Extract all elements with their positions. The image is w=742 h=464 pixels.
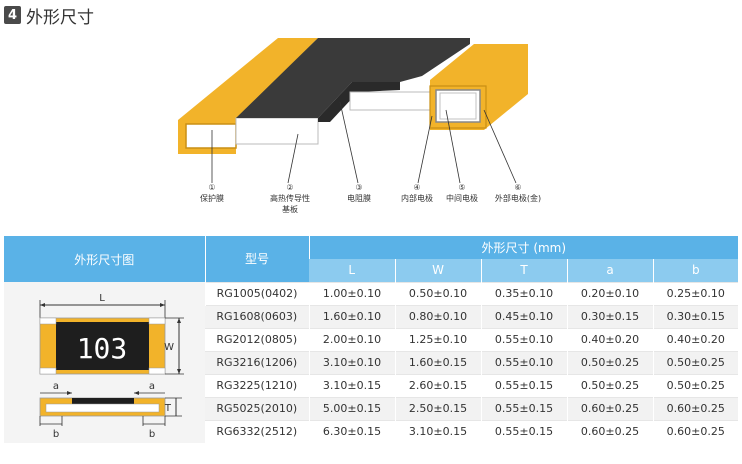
cell-a: 0.50±0.25 [566,350,653,374]
cell-a: 0.60±0.25 [566,419,653,443]
callout-2: ② 高热传导性 基板 [262,182,318,215]
cell-model: RG3225(1210) [205,373,309,397]
dim-a-left-label: a [53,381,59,392]
cell-W: 2.50±0.15 [394,396,481,420]
cell-b: 0.60±0.25 [652,396,739,420]
table-row: L 103 W a a [4,281,739,443]
cell-b: 0.50±0.25 [652,373,739,397]
cell-W: 3.10±0.15 [394,419,481,443]
cell-model: RG5025(2010) [205,396,309,420]
cell-a: 0.60±0.25 [566,396,653,420]
cell-b: 0.25±0.10 [652,281,739,305]
table-row: RG5025(2010) 5.00±0.15 2.50±0.15 0.55±0.… [4,396,739,420]
cell-T: 0.55±0.15 [480,373,567,397]
cell-T: 0.45±0.10 [480,304,567,328]
resistor-3d-illustration [178,38,528,184]
chip-code: 103 [77,332,128,365]
header-col-T: T [480,259,567,282]
callout-6: ⑥ 外部电极(金) [486,182,550,204]
substrate-front [235,117,319,145]
callout-3: ③ 电阻膜 [340,182,378,204]
callout-3-label: 电阻膜 [347,194,371,203]
cell-a: 0.40±0.20 [566,327,653,351]
header-col-b: b [652,259,739,282]
cell-model: RG2012(0805) [205,327,309,351]
protective-film [236,38,470,118]
callout-4-num: ④ [413,183,421,192]
table-row: RG3216(1206) 3.10±0.10 1.60±0.15 0.55±0.… [4,350,739,374]
callout-1-label: 保护膜 [200,194,224,203]
cell-b: 0.40±0.20 [652,327,739,351]
table-row: RG2012(0805) 2.00±0.10 1.25±0.10 0.55±0.… [4,327,739,351]
header-col-W: W [394,259,481,282]
dim-W-label: W [164,342,174,353]
cell-L: 1.60±0.10 [308,304,395,328]
callout-4: ④ 内部电极 [394,182,440,204]
resistor-structure-diagram: ① 保护膜 ② 高热传导性 基板 ③ 电阻膜 ④ 内部电极 ⑤ 中间电极 ⑥ 外… [0,30,742,226]
cell-L: 1.00±0.10 [308,281,395,305]
cell-W: 0.50±0.10 [394,281,481,305]
callout-5-label: 中间电极 [446,194,478,203]
header-model: 型号 [204,236,309,282]
dimension-drawing-cell: L 103 W a a [4,282,205,443]
section-title: 4 外形尺寸 [4,3,94,28]
cell-model: RG3216(1206) [205,350,309,374]
cell-b: 0.30±0.15 [652,304,739,328]
cell-W: 1.60±0.15 [394,350,481,374]
cell-a: 0.50±0.25 [566,373,653,397]
callout-6-label: 外部电极(金) [494,194,542,203]
cell-W: 0.80±0.10 [394,304,481,328]
dimension-drawing: L 103 W a a [39,293,184,440]
cell-W: 2.60±0.15 [394,373,481,397]
cell-a: 0.20±0.10 [566,281,653,305]
table-row: RG1608(0603) 1.60±0.10 0.80±0.10 0.45±0.… [4,304,739,328]
table-row: RG3225(1210) 3.10±0.15 2.60±0.15 0.55±0.… [4,373,739,397]
cell-b: 0.60±0.25 [652,419,739,443]
callout-5: ⑤ 中间电极 [440,182,484,204]
header-col-a: a [566,259,653,282]
callout-1-num: ① [208,183,216,192]
dim-b-right-label: b [149,429,155,440]
table-row: RG6332(2512) 6.30±0.15 3.10±0.15 0.55±0.… [4,419,739,443]
callout-6-num: ⑥ [514,183,522,192]
cell-a: 0.30±0.15 [566,304,653,328]
section-number: 4 [4,6,21,24]
cell-W: 1.25±0.10 [394,327,481,351]
callout-3-num: ③ [355,183,363,192]
callout-2-num: ② [286,183,294,192]
cell-T: 0.35±0.10 [480,281,567,305]
dim-L-label: L [99,293,105,304]
section-heading: 外形尺寸 [26,7,94,28]
dim-T-label: T [164,403,172,414]
callout-2-label: 高热传导性 基板 [270,194,310,214]
cell-model: RG1608(0603) [205,304,309,328]
cell-L: 6.30±0.15 [308,419,395,443]
cell-T: 0.55±0.10 [480,350,567,374]
callout-4-label: 内部电极 [401,194,433,203]
dim-b-left-label: b [53,429,59,440]
cell-L: 3.10±0.15 [308,373,395,397]
dimension-table: 外形尺寸图 型号 外形尺寸 (mm) L W T a b L [4,236,739,443]
cell-T: 0.55±0.10 [480,327,567,351]
cell-model: RG6332(2512) [205,419,309,443]
header-col-L: L [309,259,395,282]
cell-L: 3.10±0.10 [308,350,395,374]
resistive-film [318,82,400,122]
callout-1: ① 保护膜 [195,182,229,204]
cell-T: 0.55±0.15 [480,419,567,443]
cell-b: 0.50±0.25 [652,350,739,374]
cell-L: 5.00±0.15 [308,396,395,420]
cell-T: 0.55±0.15 [480,396,567,420]
left-terminal-inner [185,123,237,149]
cell-model: RG1005(0402) [204,281,309,305]
cell-L: 2.00±0.10 [308,327,395,351]
dim-a-right-label: a [149,381,155,392]
callout-5-num: ⑤ [458,183,466,192]
header-dims: 外形尺寸 (mm) [308,236,739,259]
header-drawing: 外形尺寸图 [4,236,205,282]
